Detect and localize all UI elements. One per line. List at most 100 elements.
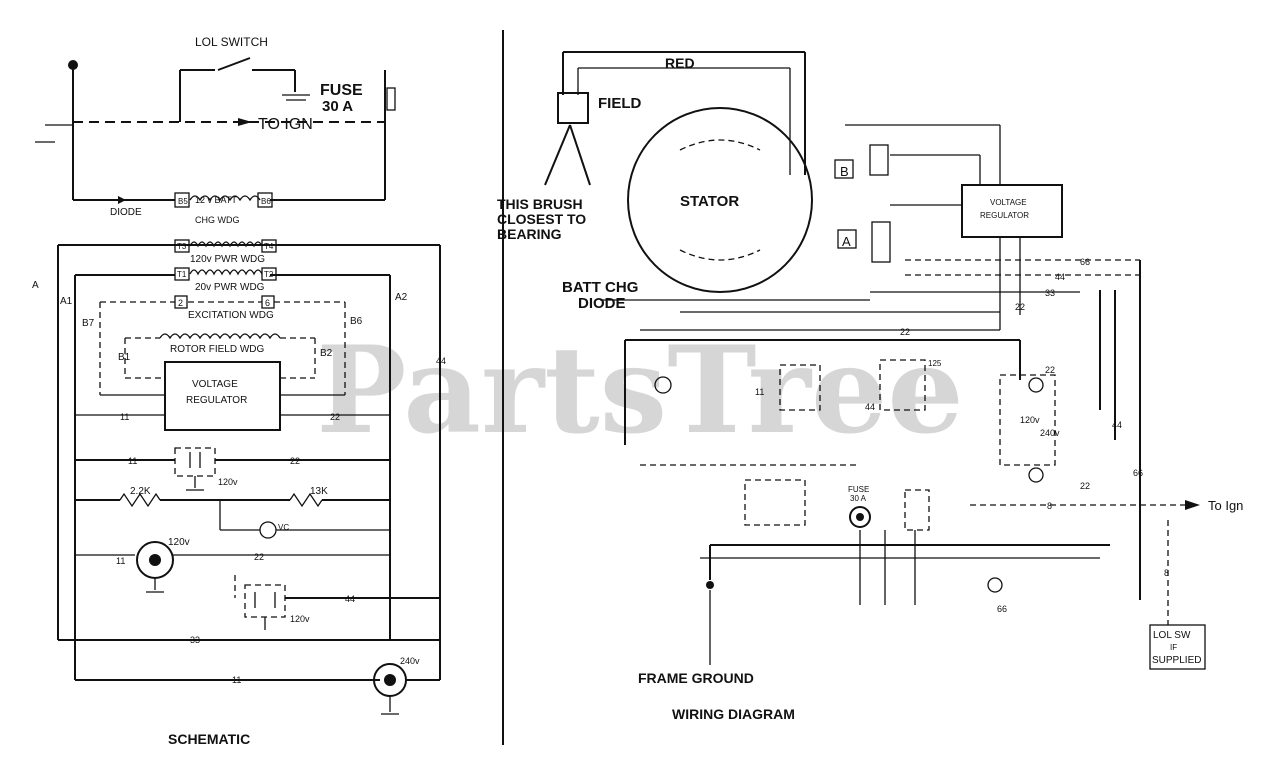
pwr-wdg-20-label: 20v PWR WDG xyxy=(195,282,265,293)
wire-44-label-w: 44 xyxy=(1055,272,1065,282)
wire-8-label: 8 xyxy=(1047,501,1052,511)
connector-b-label: B xyxy=(840,164,849,179)
resistor-2-2k xyxy=(119,492,161,508)
resistor-13k-label: 13K xyxy=(310,486,328,497)
fuse-label: FUSE xyxy=(320,82,363,99)
lol-switch-blade xyxy=(217,57,251,71)
node-b2: B2 xyxy=(320,348,333,359)
wire-44-label: 44 xyxy=(345,594,355,604)
pwr-wdg-20-coil xyxy=(189,269,263,276)
wire-44-label-2: 44 xyxy=(436,356,446,366)
panel-switch xyxy=(904,489,930,531)
wire-22-label-w4: 22 xyxy=(1080,481,1090,491)
wiring-120v-label: 120v xyxy=(1020,415,1040,425)
connector-a xyxy=(837,229,857,249)
excitation-wdg-label: EXCITATION WDG xyxy=(188,310,274,321)
connector-a-label: A xyxy=(842,234,851,249)
term-t2: T2 xyxy=(264,270,274,279)
wiring-fuse-rating-label: 30 A xyxy=(850,494,867,503)
term-b6: B6 xyxy=(261,197,271,206)
batt-chg-label: BATT CHG xyxy=(562,279,638,296)
rotor-field-coil xyxy=(159,333,281,340)
panel-receptacle-120v-1 xyxy=(779,364,821,411)
schematic-regulator-label: VOLTAGE xyxy=(192,379,238,390)
lol-sw-label-1: LOL SW xyxy=(1153,630,1191,641)
diode-label: DIODE xyxy=(110,207,142,218)
connector-a-plug xyxy=(871,221,891,263)
resistor-13k xyxy=(289,492,323,508)
v120-duplex-label: 120v xyxy=(168,537,190,548)
term-t1: T1 xyxy=(177,270,187,279)
node-a: A xyxy=(32,280,39,291)
wiring-regulator-label: VOLTAGE xyxy=(990,198,1027,207)
schematic-regulator-label-2: REGULATOR xyxy=(186,395,247,406)
wire-22-label-w2: 22 xyxy=(900,327,910,337)
to-ign-label: TO IGN xyxy=(258,116,313,133)
wiring-voltage-regulator xyxy=(961,184,1063,238)
pwr-wdg-120-label: 120v PWR WDG xyxy=(190,254,265,265)
node-a1: A1 xyxy=(60,296,73,307)
wire-44-label-w3: 44 xyxy=(865,402,875,412)
wiring-fuse-label: FUSE xyxy=(848,485,869,494)
lol-switch-box xyxy=(1149,624,1206,670)
to-ign-arrow xyxy=(238,118,252,126)
brush-note-1: THIS BRUSH xyxy=(497,196,583,212)
resistor-2-2k-label: 2.2K xyxy=(130,486,151,497)
panel-voltmeter xyxy=(744,479,806,526)
wiring-regulator-label-2: REGULATOR xyxy=(980,211,1029,220)
wire-66-label: 66 xyxy=(1080,257,1090,267)
term-2: 2 xyxy=(178,298,183,308)
node-a2: A2 xyxy=(395,292,408,303)
wire-11-label-w: 11 xyxy=(755,387,764,397)
wire-8-label-2: 8 xyxy=(1164,568,1169,578)
wiring-to-ign-arrow xyxy=(1185,500,1200,510)
batt-chg-label-2: DIODE xyxy=(578,295,626,312)
v120-bottom-label: 120v xyxy=(290,614,310,624)
receptacle-120v-top xyxy=(174,447,216,477)
vc-label: VC xyxy=(278,523,289,532)
frame-ground-label: FRAME GROUND xyxy=(638,670,754,686)
wire-33-label: 33 xyxy=(190,635,200,645)
watermark: PartsTree xyxy=(316,320,963,461)
wiring-240v-label: 240v xyxy=(1040,428,1060,438)
receptacle-120v-bottom xyxy=(244,584,286,618)
red-wire-label: RED xyxy=(665,55,695,71)
stator-label: STATOR xyxy=(680,193,739,210)
wiring-diagram-title: WIRING DIAGRAM xyxy=(672,706,795,722)
term-6: 6 xyxy=(265,298,270,308)
wiring-to-ign-label: To Ign xyxy=(1208,498,1243,513)
term-t3: T3 xyxy=(177,242,187,251)
wire-22-label: 22 xyxy=(330,412,340,422)
connector-b xyxy=(834,159,854,179)
panel-receptacle-left xyxy=(654,376,672,394)
stator-circle xyxy=(627,107,813,293)
lol-switch-label: LOL SWITCH xyxy=(195,35,268,49)
panel-fuse-holder xyxy=(849,506,871,528)
node-b6: B6 xyxy=(350,316,363,327)
v120-top-label: 120v xyxy=(218,477,238,487)
wiring-125-label: 125 xyxy=(928,359,942,368)
schematic-panel xyxy=(35,57,441,715)
wire-22-label-w3: 22 xyxy=(1045,365,1055,375)
panel-receptacle-120v-2 xyxy=(879,359,926,411)
v240-label: 240v xyxy=(400,656,420,666)
wire-11-label-2: 11 xyxy=(128,456,137,466)
wire-44-label-w2: 44 xyxy=(1112,420,1122,430)
fuse-symbol xyxy=(386,87,396,111)
wiring-labels: RED FIELD THIS BRUSH CLOSEST TO BEARING … xyxy=(497,55,1243,722)
batt-wdg-label: 12 v BATT xyxy=(195,195,237,205)
lol-sw-label-2: IF xyxy=(1170,643,1177,652)
wire-66-label-w3: 66 xyxy=(997,604,1007,614)
wire-11-label: 11 xyxy=(120,412,129,422)
brush-note-2: CLOSEST TO xyxy=(497,211,586,227)
voltmeter-vc xyxy=(259,521,277,539)
wire-22-label-2: 22 xyxy=(290,456,300,466)
wire-22-label-w1: 22 xyxy=(1015,302,1025,312)
node-b1: B1 xyxy=(118,352,131,363)
term-b5: B5 xyxy=(178,197,188,206)
batt-chg-wdg-coil xyxy=(189,195,261,202)
panel-ground-stud xyxy=(987,577,1003,593)
rotor-field-wdg-label: ROTOR FIELD WDG xyxy=(170,344,264,355)
field-label: FIELD xyxy=(598,95,641,112)
